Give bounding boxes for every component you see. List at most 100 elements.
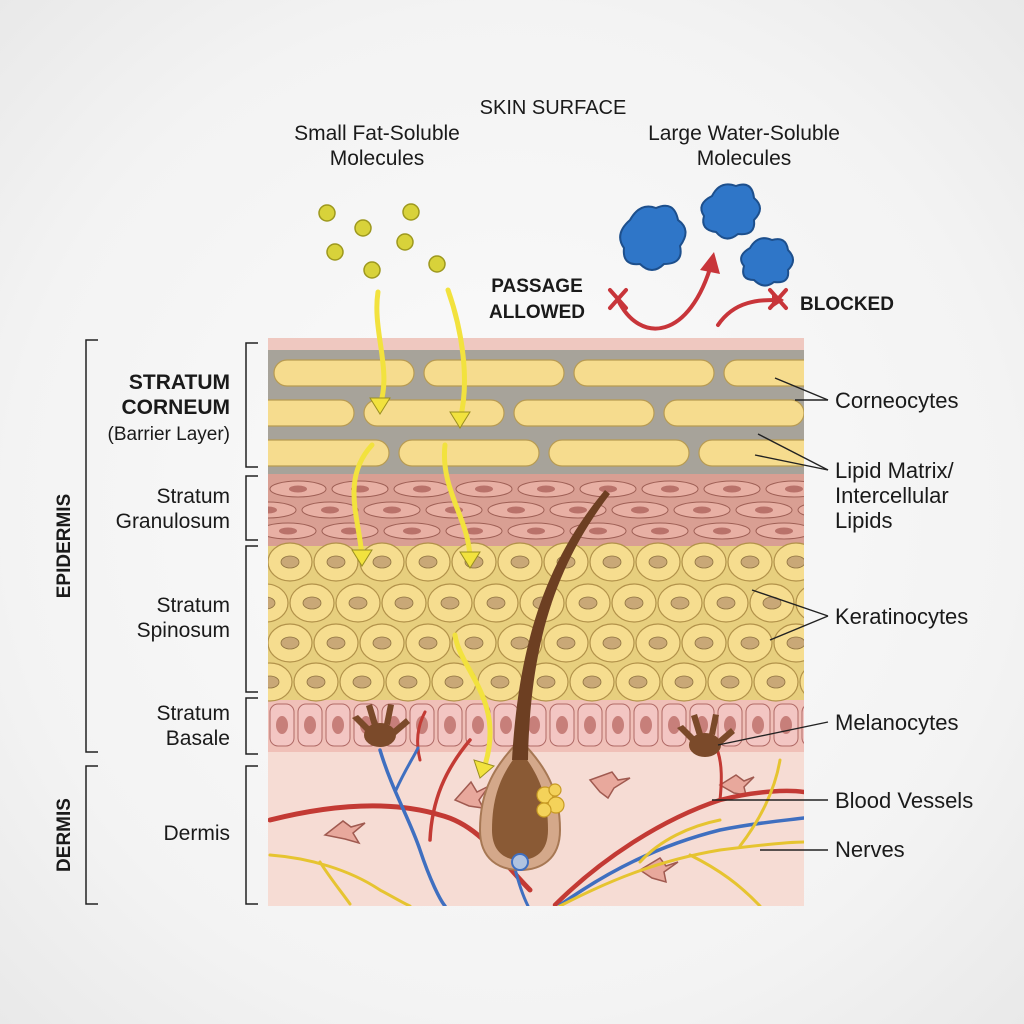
keratinocyte-nucleus — [716, 596, 736, 610]
keratinocyte-nucleus — [444, 675, 464, 689]
basal-nucleus — [724, 716, 736, 734]
granular-cells — [268, 480, 804, 540]
passage-allowed-label-line1: PASSAGE — [491, 276, 583, 297]
granular-nucleus — [279, 527, 297, 535]
large-molecules-label-line2: Molecules — [697, 147, 792, 170]
granular-nucleus — [527, 527, 545, 535]
keratinocyte-nucleus — [418, 636, 438, 650]
basal-nucleus — [612, 716, 624, 734]
granular-nucleus — [403, 527, 421, 535]
dermis-label: Dermis — [164, 822, 231, 845]
keratinocyte-nucleus — [536, 675, 556, 689]
corneocyte-cell — [268, 399, 355, 427]
keratinocyte-nucleus — [740, 555, 760, 569]
keratinocyte-nucleus — [486, 596, 506, 610]
keratinocyte-nucleus — [268, 596, 276, 610]
stratum-corneum-label-line2: CORNEUM — [122, 396, 231, 419]
granular-nucleus — [507, 506, 525, 514]
small-fat-soluble-molecules — [318, 203, 446, 279]
granular-nucleus — [693, 506, 711, 514]
lipid-matrix-label-line2: Intercellular — [835, 483, 949, 508]
keratinocyte-cell — [795, 587, 804, 619]
passage-allowed-label-line2: ALLOWED — [489, 302, 585, 323]
keratinocyte-nucleus — [352, 675, 372, 689]
keratinocyte-nucleus — [418, 555, 438, 569]
corneocyte-cell — [548, 439, 690, 467]
corneocyte-cell — [663, 399, 804, 427]
blood-vessels-label: Blood Vessels — [835, 788, 973, 813]
keratinocyte-nucleus — [720, 675, 740, 689]
blocked-label: BLOCKED — [800, 294, 894, 315]
keratinocyte-nucleus — [628, 675, 648, 689]
keratinocyte-nucleus — [670, 596, 690, 610]
keratinocyte-nucleus — [578, 596, 598, 610]
granular-nucleus — [661, 485, 679, 493]
keratinocyte-nucleus — [510, 555, 530, 569]
lipid-matrix-label-line3: Lipids — [835, 508, 892, 533]
keratinocyte-nucleus — [694, 555, 714, 569]
keratinocyte-nucleus — [280, 555, 300, 569]
granular-nucleus — [599, 485, 617, 493]
granular-nucleus — [321, 506, 339, 514]
keratinocyte-nucleus — [510, 636, 530, 650]
keratinocyte-nucleus — [582, 675, 602, 689]
keratinocyte-cell — [268, 583, 289, 623]
keratinocyte-nucleus — [490, 675, 510, 689]
keratinocyte-cells — [268, 542, 827, 702]
keratinocyte-nucleus — [694, 636, 714, 650]
granular-nucleus — [465, 527, 483, 535]
granular-nucleus — [475, 485, 493, 493]
keratinocyte-nucleus — [809, 597, 827, 609]
melanocyte-right — [677, 714, 735, 757]
lipid-matrix-label-line1: Lipid Matrix/ — [835, 458, 954, 483]
corneocyte-cell — [398, 439, 540, 467]
keratinocyte-nucleus — [302, 596, 322, 610]
passage-arrows — [351, 287, 493, 768]
passage-arrowheads — [351, 397, 496, 779]
corneocyte-cell — [273, 359, 415, 387]
basal-nucleus — [500, 716, 512, 734]
stratum-granulosum-label-line2: Granulosum — [116, 510, 230, 533]
granular-nucleus — [537, 485, 555, 493]
granular-cell — [268, 501, 297, 519]
stratum-granulosum-label-line1: Stratum — [156, 485, 230, 508]
basal-nucleus — [556, 716, 568, 734]
basal-nucleus — [640, 716, 652, 734]
keratinocyte-nucleus — [372, 636, 392, 650]
basal-nucleus — [276, 716, 288, 734]
basal-nucleus — [304, 716, 316, 734]
keratinocyte-nucleus — [556, 636, 576, 650]
keratinocyte-nucleus — [648, 555, 668, 569]
layer-brackets — [85, 339, 258, 905]
corneocyte-cell — [363, 399, 505, 427]
basal-nucleus — [752, 716, 764, 734]
left-labels: EPIDERMIS DERMIS STRATUM CORNEUM (Barrie… — [54, 371, 230, 872]
keratinocyte-nucleus — [740, 636, 760, 650]
nerves-label: Nerves — [835, 837, 905, 862]
basal-nucleus — [528, 716, 540, 734]
keratinocyte-nucleus — [674, 675, 694, 689]
granular-nucleus — [383, 506, 401, 514]
fibroblasts — [323, 771, 755, 884]
keratinocyte-nucleus — [464, 636, 484, 650]
keratinocyte-nucleus — [624, 596, 644, 610]
keratinocyte-nucleus — [306, 675, 326, 689]
stratum-corneum-label-line1: STRATUM — [129, 371, 230, 394]
hair-follicle — [478, 490, 610, 872]
keratinocyte-nucleus — [326, 636, 346, 650]
basal-nucleus — [332, 716, 344, 734]
keratinocyte-nucleus — [326, 555, 346, 569]
corneocyte-cell — [573, 359, 715, 387]
melanocytes-label: Melanocytes — [835, 710, 959, 735]
basal-nucleus — [444, 716, 456, 734]
keratinocyte-nucleus — [348, 596, 368, 610]
granular-nucleus — [289, 485, 307, 493]
right-labels: Corneocytes Lipid Matrix/ Intercellular … — [835, 388, 973, 862]
basal-nucleus — [668, 716, 680, 734]
corneocyte-cell — [723, 359, 804, 387]
basal-cell — [801, 705, 804, 745]
skin-cross-section — [268, 338, 827, 906]
granular-nucleus — [589, 527, 607, 535]
corneocyte-cell — [513, 399, 655, 427]
keratinocyte-nucleus — [648, 636, 668, 650]
